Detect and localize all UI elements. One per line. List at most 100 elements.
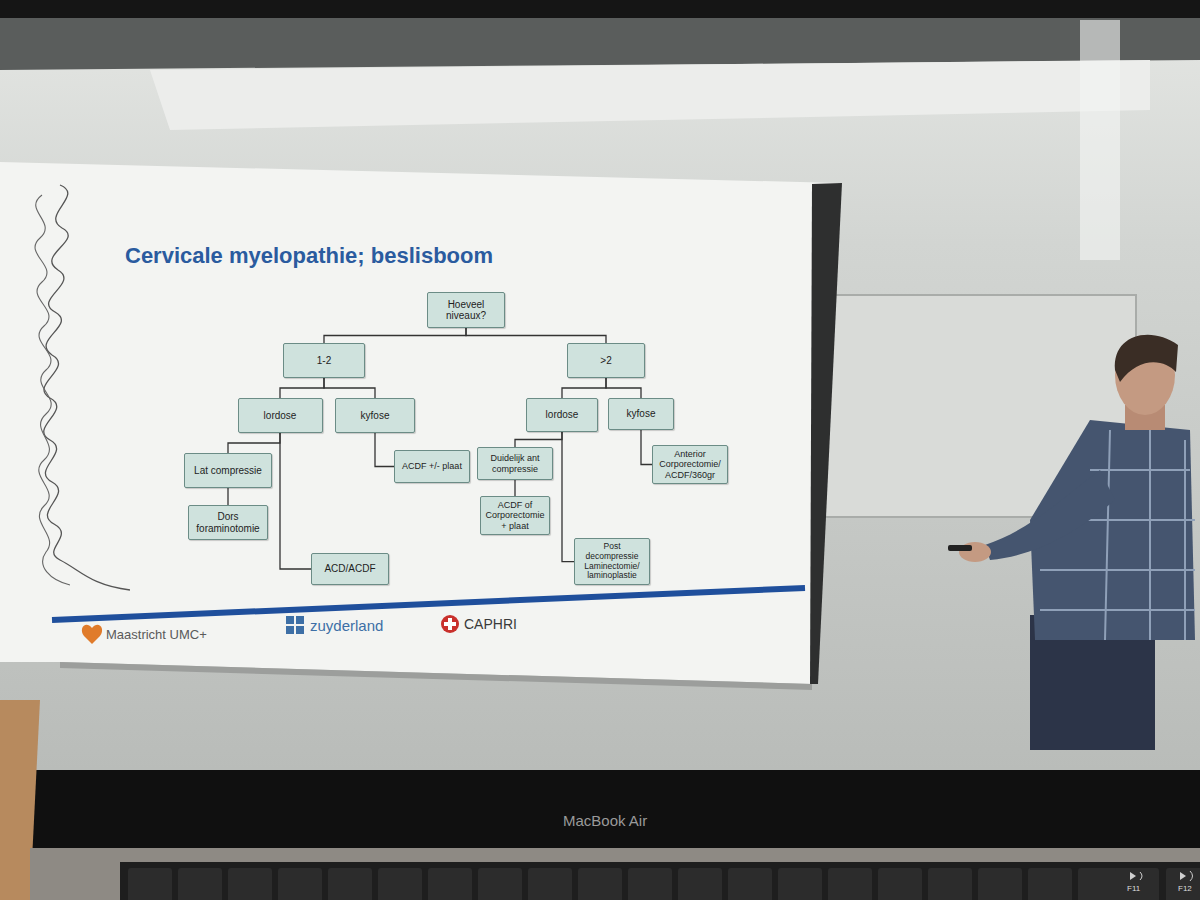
decision-box: 1-2 [283,343,365,378]
decision-box: ACDF of Corporectomie + plaat [480,496,550,535]
logo-heart [82,625,102,644]
box-text: kyfose [627,408,656,420]
key [1028,868,1072,900]
tree-connector [280,378,324,398]
key [628,868,672,900]
presenter [948,335,1195,750]
key [878,868,922,900]
tree-connector [324,378,375,398]
box-text: Duidelijk ant compressie [482,453,548,474]
tree-connector [562,432,574,562]
key [928,868,972,900]
box-text: Hoeveel niveaux? [432,299,500,322]
presenter-arm [985,470,1115,560]
decorative-scribble [35,195,70,585]
decision-box: >2 [567,343,645,378]
tree-connector [280,433,311,569]
decision-box: lordose [526,398,598,432]
decision-box: Post decompressie Laminectomie/ laminopl… [574,538,650,585]
key [728,868,772,900]
tree-connector [324,328,466,343]
speaker-wave [1140,872,1142,880]
key-label: F12 [1178,884,1192,893]
presenter-hair [1115,335,1178,382]
tree-connector [641,430,652,465]
key [178,868,222,900]
screen-bottom [60,662,812,690]
speaker-icon [1130,872,1136,880]
key [128,868,172,900]
key-icons [1130,871,1193,881]
decision-box: ACD/ACDF [311,553,389,585]
key [378,868,422,900]
speaker-wave [1190,871,1193,881]
key [428,868,472,900]
tree-connector [228,433,280,453]
box-text: ACD/ACDF [324,563,375,575]
box-text: 1-2 [317,355,331,367]
light-reflection [1080,20,1120,260]
key [278,868,322,900]
box-text: Anterior Corporectomie/ ACDF/360gr [657,449,723,480]
box-text: >2 [600,355,611,367]
box-text: lordose [546,409,579,421]
speaker-icon [1180,872,1186,880]
logo-square [296,626,304,634]
box-text: ACDF +/- plaat [402,461,462,471]
decision-box: Dors foraminotomie [188,505,268,540]
logo-cross-bar [444,622,456,626]
function-keys [128,868,1200,900]
tree-connector [466,328,606,343]
logo-square [296,616,304,624]
logo-circle [441,615,459,633]
key [228,868,272,900]
logo-square [286,616,294,624]
tree-connector [227,488,228,505]
key [778,868,822,900]
remote-control [948,545,972,551]
brand-label: MacBook Air [563,812,647,829]
box-text: lordose [264,410,297,422]
box-text: Dors foraminotomie [193,511,263,534]
screen-edge [810,183,842,684]
logo-text: zuyderland [310,617,383,634]
decision-box: Lat compressie [184,453,272,488]
ceiling-light [150,60,1150,130]
key [1166,868,1200,900]
key [478,868,522,900]
key [828,868,872,900]
logo-cross [286,616,304,634]
box-text: ACDF of Corporectomie + plaat [485,500,545,531]
key [328,868,372,900]
key [1115,868,1159,900]
logo-disc [441,615,459,633]
key [528,868,572,900]
tree-connector [514,480,515,496]
logo-square [286,626,294,634]
decision-box: Hoeveel niveaux? [427,292,505,328]
projected-slide [0,162,838,684]
tree-connector [515,432,562,447]
box-text: Lat compressie [194,465,262,477]
tree-connector [375,433,394,467]
box-text: Post decompressie Laminectomie/ laminopl… [579,542,645,581]
bottom-bezel [0,770,1200,848]
tree-connector [562,378,606,398]
logo-text: Maastricht UMC+ [106,627,207,642]
decision-box: ACDF +/- plaat [394,450,470,483]
decision-box: Duidelijk ant compressie [477,447,553,480]
room-wall [0,18,1200,770]
slide-footer-bar [52,588,805,620]
key [678,868,722,900]
slide-title: Cervicale myelopathie; beslisboom [125,243,493,269]
decorative-scribble [44,185,130,590]
key-label: F11 [1127,884,1140,893]
decision-box: kyfose [335,398,415,433]
decision-box: Anterior Corporectomie/ ACDF/360gr [652,445,728,484]
box-text: kyfose [361,410,390,422]
logo-text: CAPHRI [464,616,517,632]
decision-box: lordose [238,398,323,433]
